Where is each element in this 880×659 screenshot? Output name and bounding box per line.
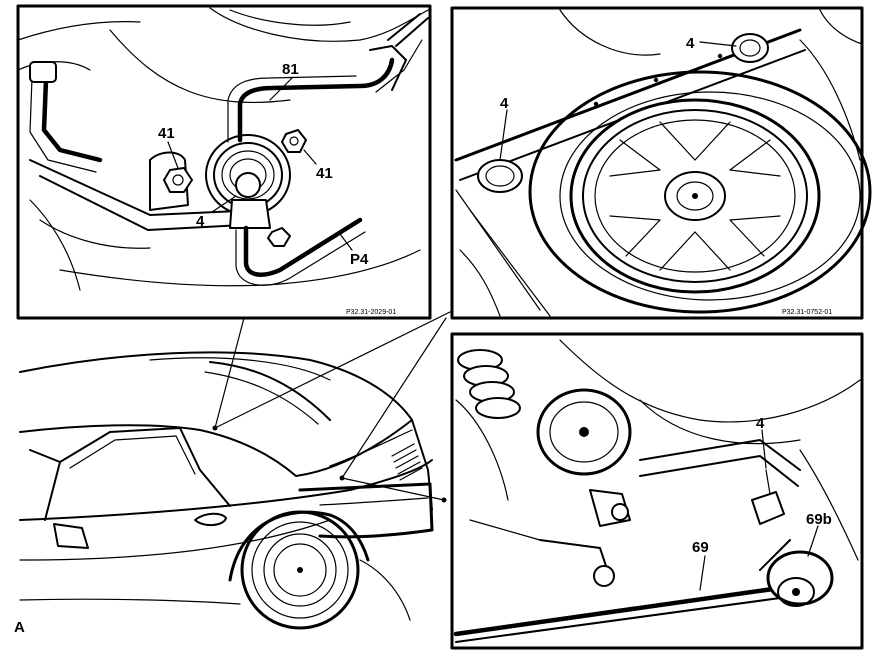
panel-code-top-left: P32.31-2029-01 [346, 309, 396, 316]
callout-4-top: 4 [686, 35, 695, 52]
panel-code-top-right: P32.31-0752-01 [782, 309, 832, 316]
callout-41-left: 41 [158, 125, 175, 142]
panel-detail-pump: 41 81 4 41 P4 P32.31-2029-01 [16, 4, 432, 320]
callout-69: 69 [692, 539, 709, 556]
callout-p4: P4 [350, 251, 369, 268]
callout-4-bracket: 4 [756, 415, 765, 432]
panel-detail-wheel: 4 4 P32.31-0752-01 [450, 6, 872, 320]
callout-81: 81 [282, 61, 299, 78]
car-mark-label: A [14, 619, 25, 636]
car-overview: A [14, 311, 451, 636]
panel-detail-underbody: 4 69 69b [450, 332, 864, 650]
callout-41-right: 41 [316, 165, 333, 182]
callout-4-well: 4 [500, 95, 509, 112]
callout-69b: 69b [806, 511, 832, 528]
callout-4-left: 4 [196, 213, 205, 230]
